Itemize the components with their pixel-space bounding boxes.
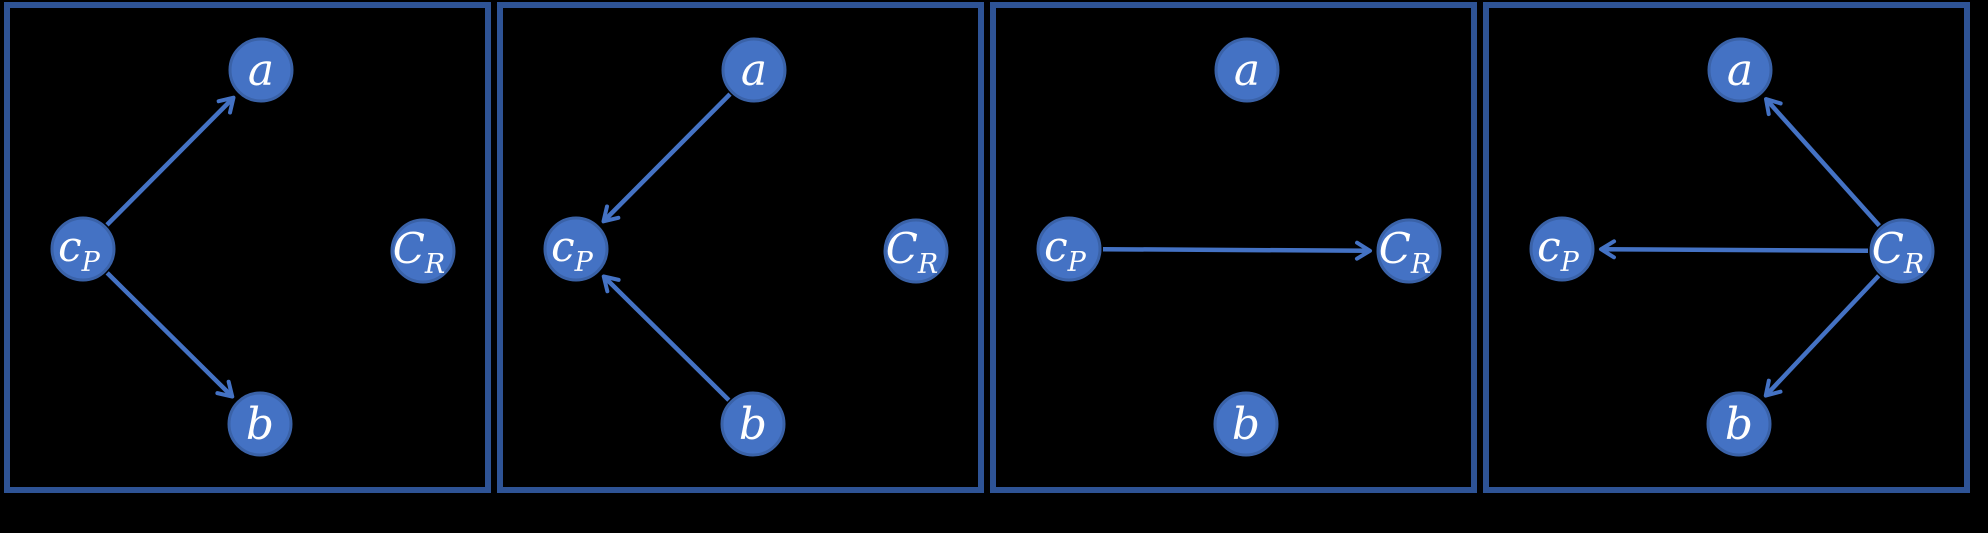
node-CR [1869,218,1935,284]
node-cP [1529,216,1595,282]
node-b [227,391,293,457]
edge-CR-to-b [1763,274,1881,398]
node-label-CR: CR [393,224,445,280]
node-CR [390,218,456,284]
node-label-cP: cP [58,222,101,278]
node-label-CR: CR [886,224,938,280]
node-label-cP: cP [1537,222,1580,278]
edge-cP-to-b [105,271,235,399]
graph-2-svg: a b cP CR [543,37,949,457]
node-label-CR: CR [1872,224,1924,280]
edge-a-to-cP [601,92,732,224]
node-b [720,391,786,457]
graph-1-svg: a b cP CR [50,37,456,457]
node-label-b: b [1725,399,1753,450]
node-cP [543,216,609,282]
graph-3-svg: a b cP CR [1036,37,1442,457]
node-label-CR: CR [1379,224,1431,280]
edge-b-to-cP [601,274,731,402]
panel-graph-1: a b cP CR [4,2,491,493]
node-label-a: a [741,45,767,96]
node-label-a: a [1234,45,1260,96]
edge-cP-to-a [105,95,236,227]
node-label-cP: cP [1044,222,1087,278]
graph-4-svg: a b cP CR [1529,37,1935,457]
node-cP [1036,216,1102,282]
node-b [1213,391,1279,457]
node-CR [883,218,949,284]
node-a [1707,37,1773,103]
node-label-b: b [1232,399,1260,450]
node-label-a: a [1727,45,1753,96]
edge-cP-to-CR [1102,240,1373,261]
node-a [228,37,294,103]
node-label-b: b [739,399,767,450]
edge-CR-to-a [1764,97,1882,228]
node-a [721,37,787,103]
node-cP [50,216,116,282]
node-b [1706,391,1772,457]
panel-graph-3: a b cP CR [990,2,1477,493]
panel-graph-4: a b cP CR [1483,2,1970,493]
node-label-b: b [246,399,274,450]
node-label-a: a [248,45,274,96]
node-CR [1376,218,1442,284]
edge-CR-to-cP [1598,239,1869,260]
node-label-cP: cP [551,222,594,278]
panel-graph-2: a b cP CR [497,2,984,493]
node-a [1214,37,1280,103]
panel-row: a b cP CR a b cP CR a b cP CR a b cP CR [4,2,1970,493]
